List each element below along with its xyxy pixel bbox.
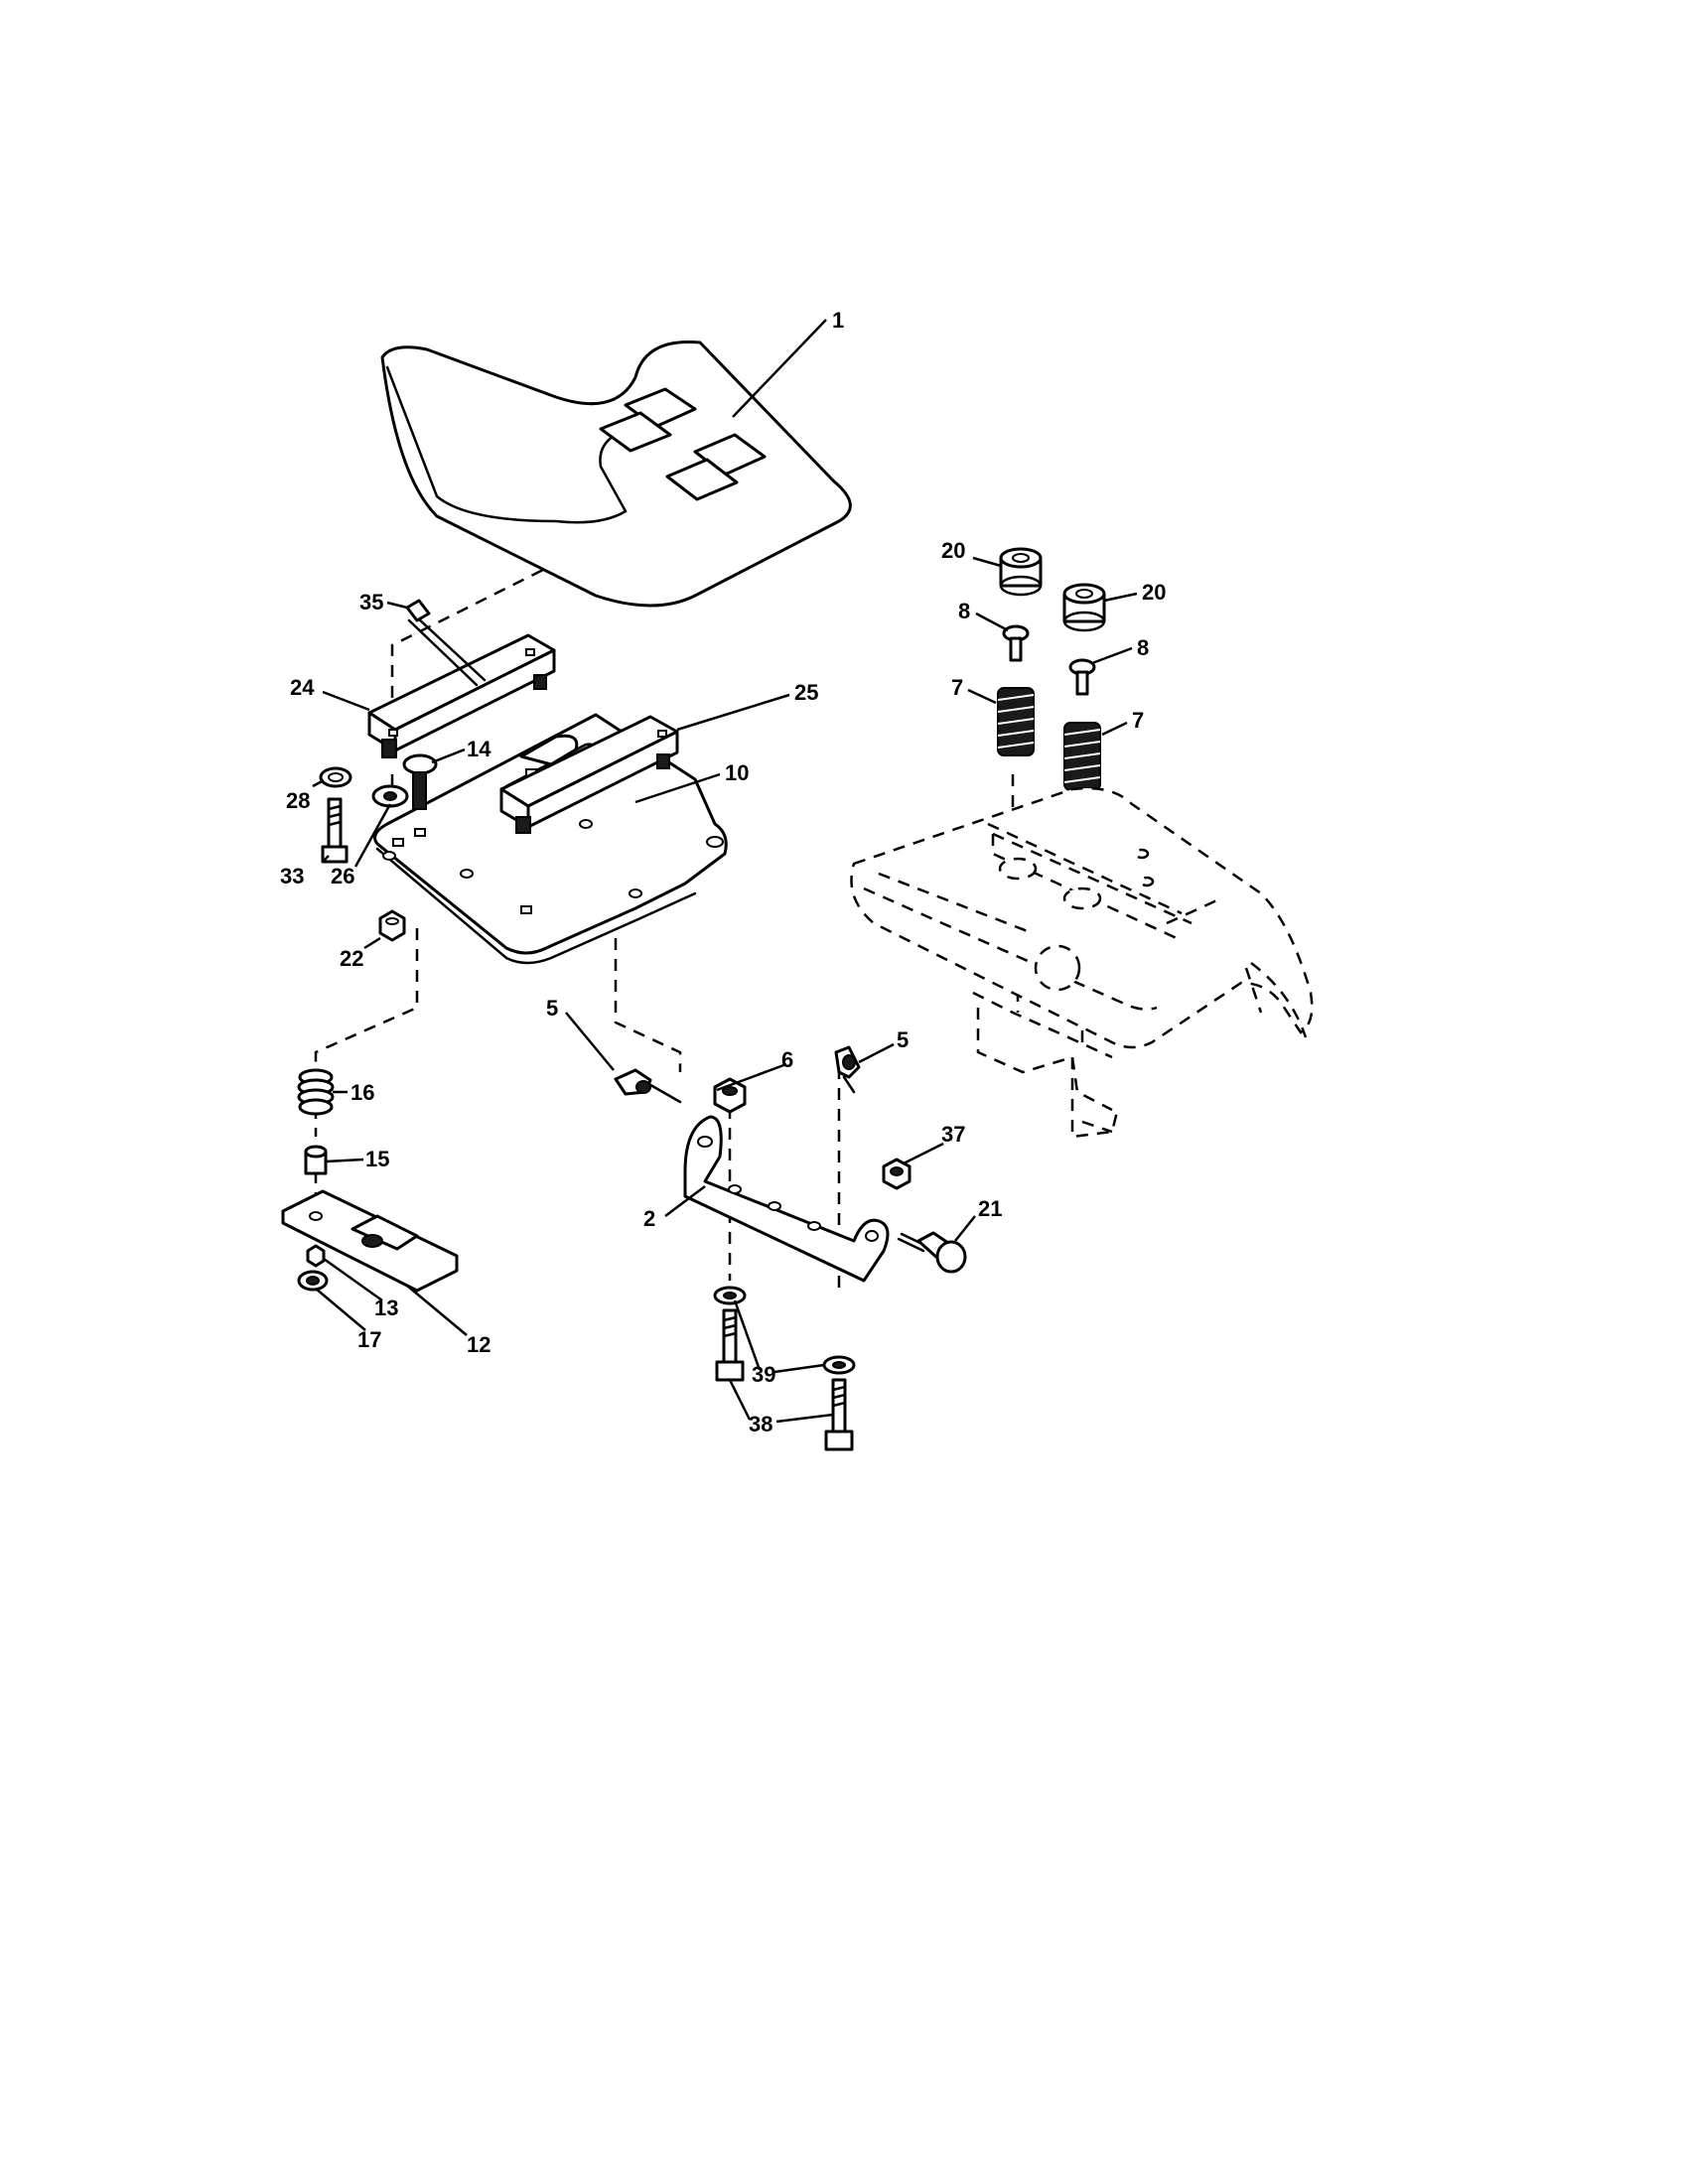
bolt-33: [321, 797, 349, 864]
callout-bracket: 2: [643, 1206, 655, 1231]
spring-7-left: [997, 687, 1035, 756]
bolt-8-right: [1068, 658, 1096, 696]
bracket-2: [683, 1115, 890, 1283]
callout-washer-28: 28: [286, 788, 310, 813]
callout-spring-16: 16: [351, 1080, 374, 1105]
clip-5-left: [614, 1068, 682, 1104]
slide-plate-12: [281, 1189, 459, 1293]
nut-37: [882, 1158, 912, 1190]
callout-spring-left: 7: [951, 675, 963, 700]
seat: [380, 340, 852, 608]
callout-washer-26: 26: [331, 864, 354, 888]
callout-rail-24: 24: [290, 675, 315, 700]
callout-shoulder-bolt-21: 21: [978, 1196, 1002, 1221]
callout-spacer-15: 15: [365, 1147, 389, 1171]
clip-5-right: [834, 1045, 861, 1094]
callout-bolt-14: 14: [467, 737, 491, 761]
callout-pin-35: 35: [359, 590, 383, 614]
callout-bolt-38: 38: [749, 1412, 772, 1436]
callout-nut-6: 6: [781, 1047, 793, 1072]
callout-clip-left: 5: [546, 996, 558, 1021]
callout-rail-25: 25: [794, 680, 818, 705]
bumper-20-left: [999, 547, 1043, 597]
callout-seat: 1: [832, 308, 844, 333]
washer-28: [319, 766, 352, 788]
shoulder-bolt-21: [897, 1231, 967, 1274]
callout-labels: 1 35 24 25 10 14 28 33 26 22 5 6 5 37 21…: [280, 308, 1166, 1436]
seat-rail-25: [499, 715, 679, 834]
fender-outline: [850, 786, 1314, 1139]
callout-clip-right: 5: [897, 1027, 909, 1052]
callout-slide-plate: 12: [467, 1332, 491, 1357]
callout-washer-39: 39: [752, 1362, 775, 1387]
callout-bumper-left: 20: [941, 538, 965, 563]
pin-35: [405, 599, 487, 687]
bolt-8-left: [1002, 624, 1030, 662]
bumper-20-right: [1062, 583, 1106, 632]
callout-bolt-8-left: 8: [958, 599, 970, 623]
spring-16: [297, 1068, 335, 1116]
callout-nut-22: 22: [340, 946, 363, 971]
callout-nut-13: 13: [374, 1296, 398, 1320]
bolt-38-left: [715, 1308, 745, 1382]
callout-nut-37: 37: [941, 1122, 965, 1147]
spacer-15: [304, 1145, 328, 1175]
callout-seat-pan: 10: [725, 760, 749, 785]
bolt-38-right: [824, 1378, 854, 1451]
leader-lines: [312, 319, 1138, 1424]
nut-22: [378, 909, 406, 942]
callout-nut-17: 17: [357, 1327, 381, 1352]
nut-13: [306, 1244, 326, 1268]
bolt-14: [402, 753, 438, 810]
washer-26: [371, 784, 409, 808]
nut-17: [297, 1270, 329, 1292]
callout-bumper-right: 20: [1142, 580, 1166, 605]
spring-7-right: [1063, 722, 1101, 791]
callout-spring-right: 7: [1132, 708, 1144, 733]
washer-39-upper: [713, 1286, 747, 1305]
callout-bolt-8-right: 8: [1137, 635, 1149, 660]
seat-rail-24: [367, 633, 556, 758]
callout-bolt-33: 33: [280, 864, 304, 888]
washer-39-lower: [822, 1355, 856, 1375]
